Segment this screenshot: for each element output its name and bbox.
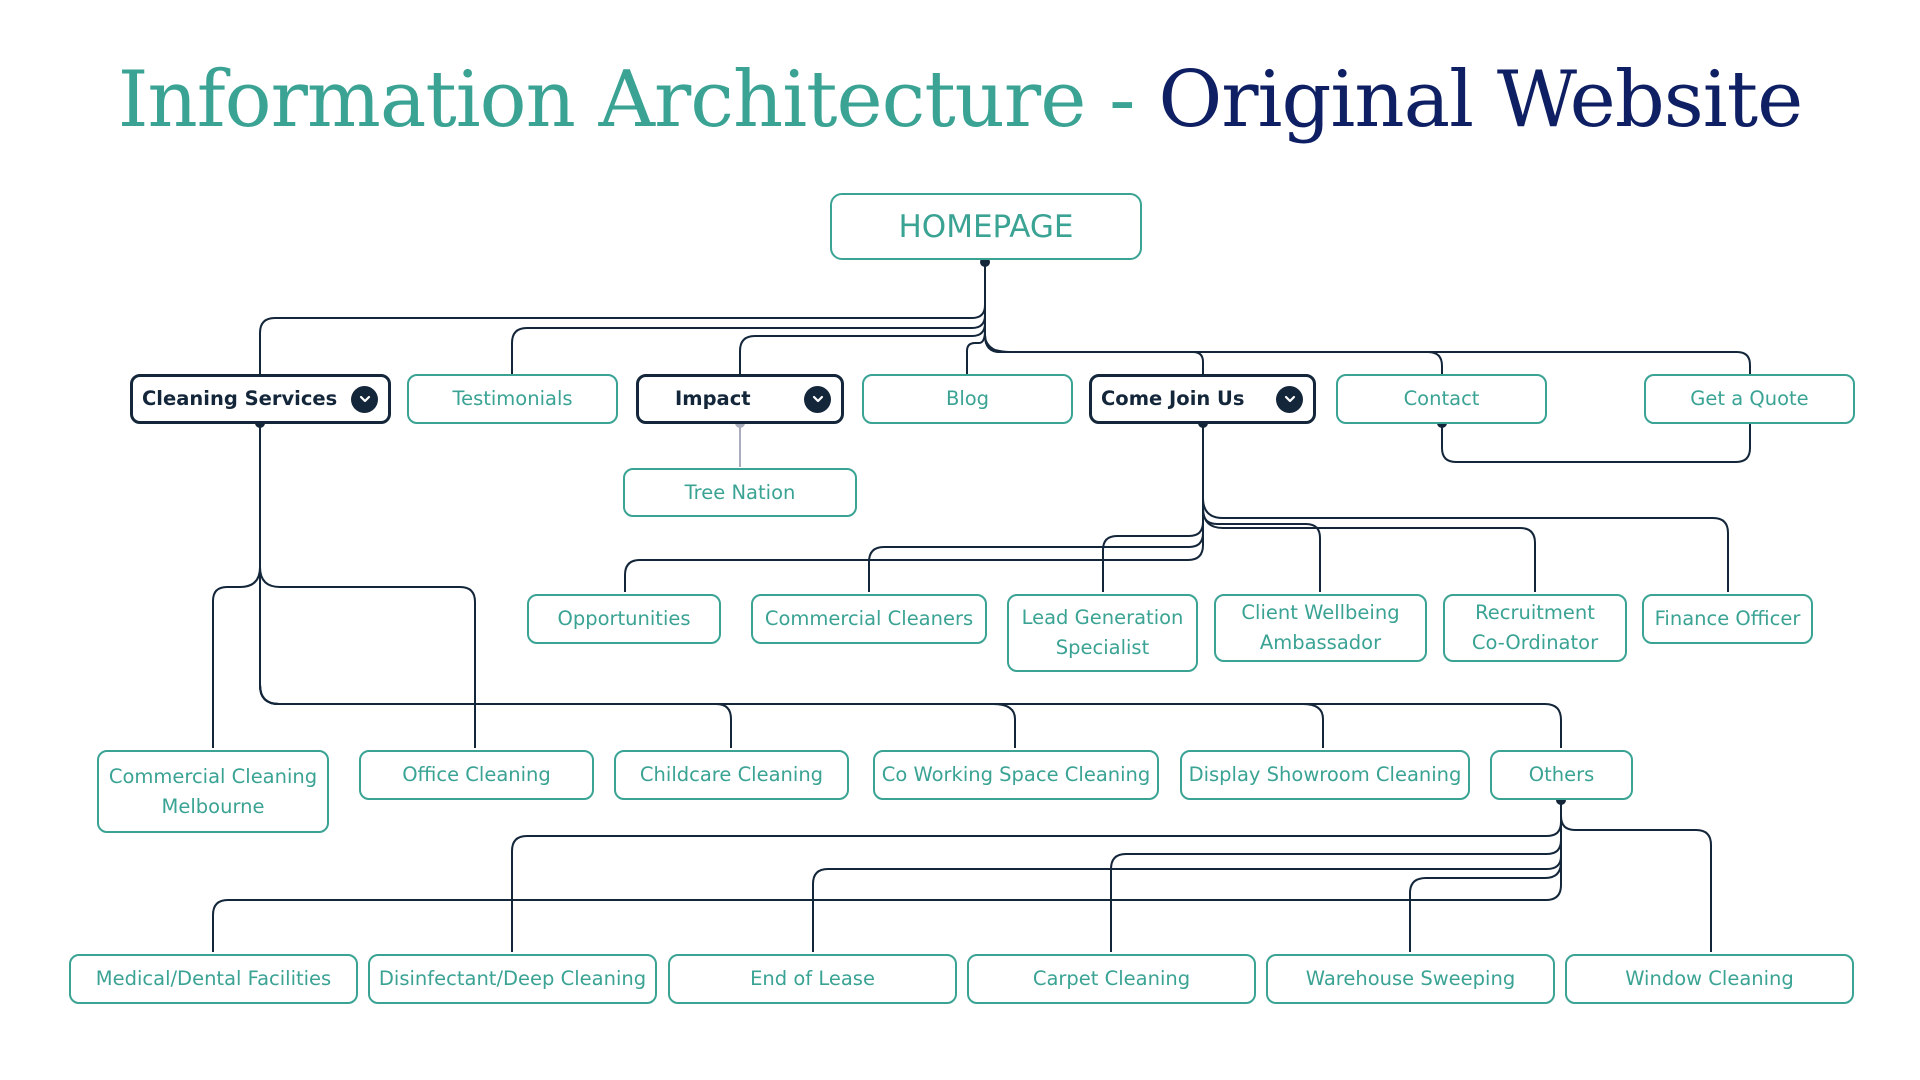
homepage-node[interactable]: HOMEPAGE [830,193,1142,260]
opportunities-label: Opportunities [557,607,691,630]
page-title: Information Architecture - Original Webs… [0,55,1920,145]
others-node[interactable]: Others [1490,750,1633,800]
blog-label: Blog [945,387,990,410]
medical-dental-label: Medical/Dental Facilities [95,967,332,990]
display-showroom-cleaning-node[interactable]: Display Showroom Cleaning [1180,750,1470,800]
end-of-lease-label: End of Lease [750,967,875,990]
commercial-cleaning-line1: Commercial Cleaning [108,764,318,788]
join-us-connectors [624,423,1729,592]
client-wellbeing-line2: Ambassador [1259,631,1382,654]
recruitment-coordinator-node[interactable]: Recruitment Co-Ordinator [1443,594,1627,662]
medical-dental-node[interactable]: Medical/Dental Facilities [69,954,358,1004]
window-cleaning-node[interactable]: Window Cleaning [1565,954,1854,1004]
office-cleaning-label: Office Cleaning [402,763,551,786]
others-label: Others [1528,763,1595,786]
contact-node[interactable]: Contact [1336,374,1547,424]
client-wellbeing-line1: Client Wellbeing [1241,601,1400,624]
lead-generation-specialist-node[interactable]: Lead Generation Specialist [1007,594,1198,672]
chevron-down-icon[interactable] [1276,385,1303,413]
commercial-cleaning-line2: Melbourne [161,794,265,818]
disinfectant-deep-node[interactable]: Disinfectant/Deep Cleaning [368,954,657,1004]
childcare-cleaning-node[interactable]: Childcare Cleaning [614,750,849,800]
opportunities-node[interactable]: Opportunities [527,594,721,644]
contact-quote-connector [1441,423,1751,463]
finance-officer-node[interactable]: Finance Officer [1642,594,1813,644]
chevron-down-icon[interactable] [351,385,378,413]
office-cleaning-node[interactable]: Office Cleaning [359,750,594,800]
cleaning-services-connectors [212,423,1562,748]
warehouse-sweeping-label: Warehouse Sweeping [1305,967,1516,990]
lead-generation-line1: Lead Generation [1021,606,1184,629]
warehouse-sweeping-node[interactable]: Warehouse Sweeping [1266,954,1555,1004]
childcare-cleaning-label: Childcare Cleaning [639,763,824,786]
tree-nation-node[interactable]: Tree Nation [623,468,857,517]
title-part-navy: Original Website [1158,55,1803,145]
get-a-quote-label: Get a Quote [1690,387,1809,410]
testimonials-label: Testimonials [452,387,573,410]
coworking-cleaning-node[interactable]: Co Working Space Cleaning [873,750,1159,800]
display-showroom-cleaning-label: Display Showroom Cleaning [1188,763,1462,786]
impact-label: Impact [675,387,751,410]
recruitment-line2: Co-Ordinator [1471,631,1599,654]
carpet-cleaning-label: Carpet Cleaning [1032,967,1191,990]
chevron-down-icon[interactable] [804,385,831,413]
recruitment-line1: Recruitment [1475,601,1595,624]
window-cleaning-label: Window Cleaning [1625,967,1794,990]
contact-label: Contact [1403,387,1480,410]
finance-officer-label: Finance Officer [1654,607,1801,630]
get-a-quote-node[interactable]: Get a Quote [1644,374,1855,424]
client-wellbeing-ambassador-node[interactable]: Client Wellbeing Ambassador [1214,594,1427,662]
lead-generation-line2: Specialist [1055,636,1150,659]
cleaning-services-node[interactable]: Cleaning Services [130,374,391,424]
come-join-us-node[interactable]: Come Join Us [1089,374,1316,424]
homepage-connectors [259,262,1751,375]
coworking-cleaning-label: Co Working Space Cleaning [881,763,1151,786]
impact-node[interactable]: Impact [636,374,844,424]
tree-nation-label: Tree Nation [684,480,796,504]
commercial-cleaning-melbourne-node[interactable]: Commercial Cleaning Melbourne [97,750,329,833]
blog-node[interactable]: Blog [862,374,1073,424]
carpet-cleaning-node[interactable]: Carpet Cleaning [967,954,1256,1004]
come-join-us-label: Come Join Us [1101,387,1245,410]
homepage-label: HOMEPAGE [898,208,1074,245]
disinfectant-deep-label: Disinfectant/Deep Cleaning [378,967,647,990]
others-connectors [212,800,1712,952]
testimonials-node[interactable]: Testimonials [407,374,618,424]
title-part-teal: Information Architecture - [117,55,1136,145]
commercial-cleaners-label: Commercial Cleaners [764,607,974,630]
end-of-lease-node[interactable]: End of Lease [668,954,957,1004]
cleaning-services-label: Cleaning Services [142,387,338,410]
commercial-cleaners-node[interactable]: Commercial Cleaners [751,594,987,644]
